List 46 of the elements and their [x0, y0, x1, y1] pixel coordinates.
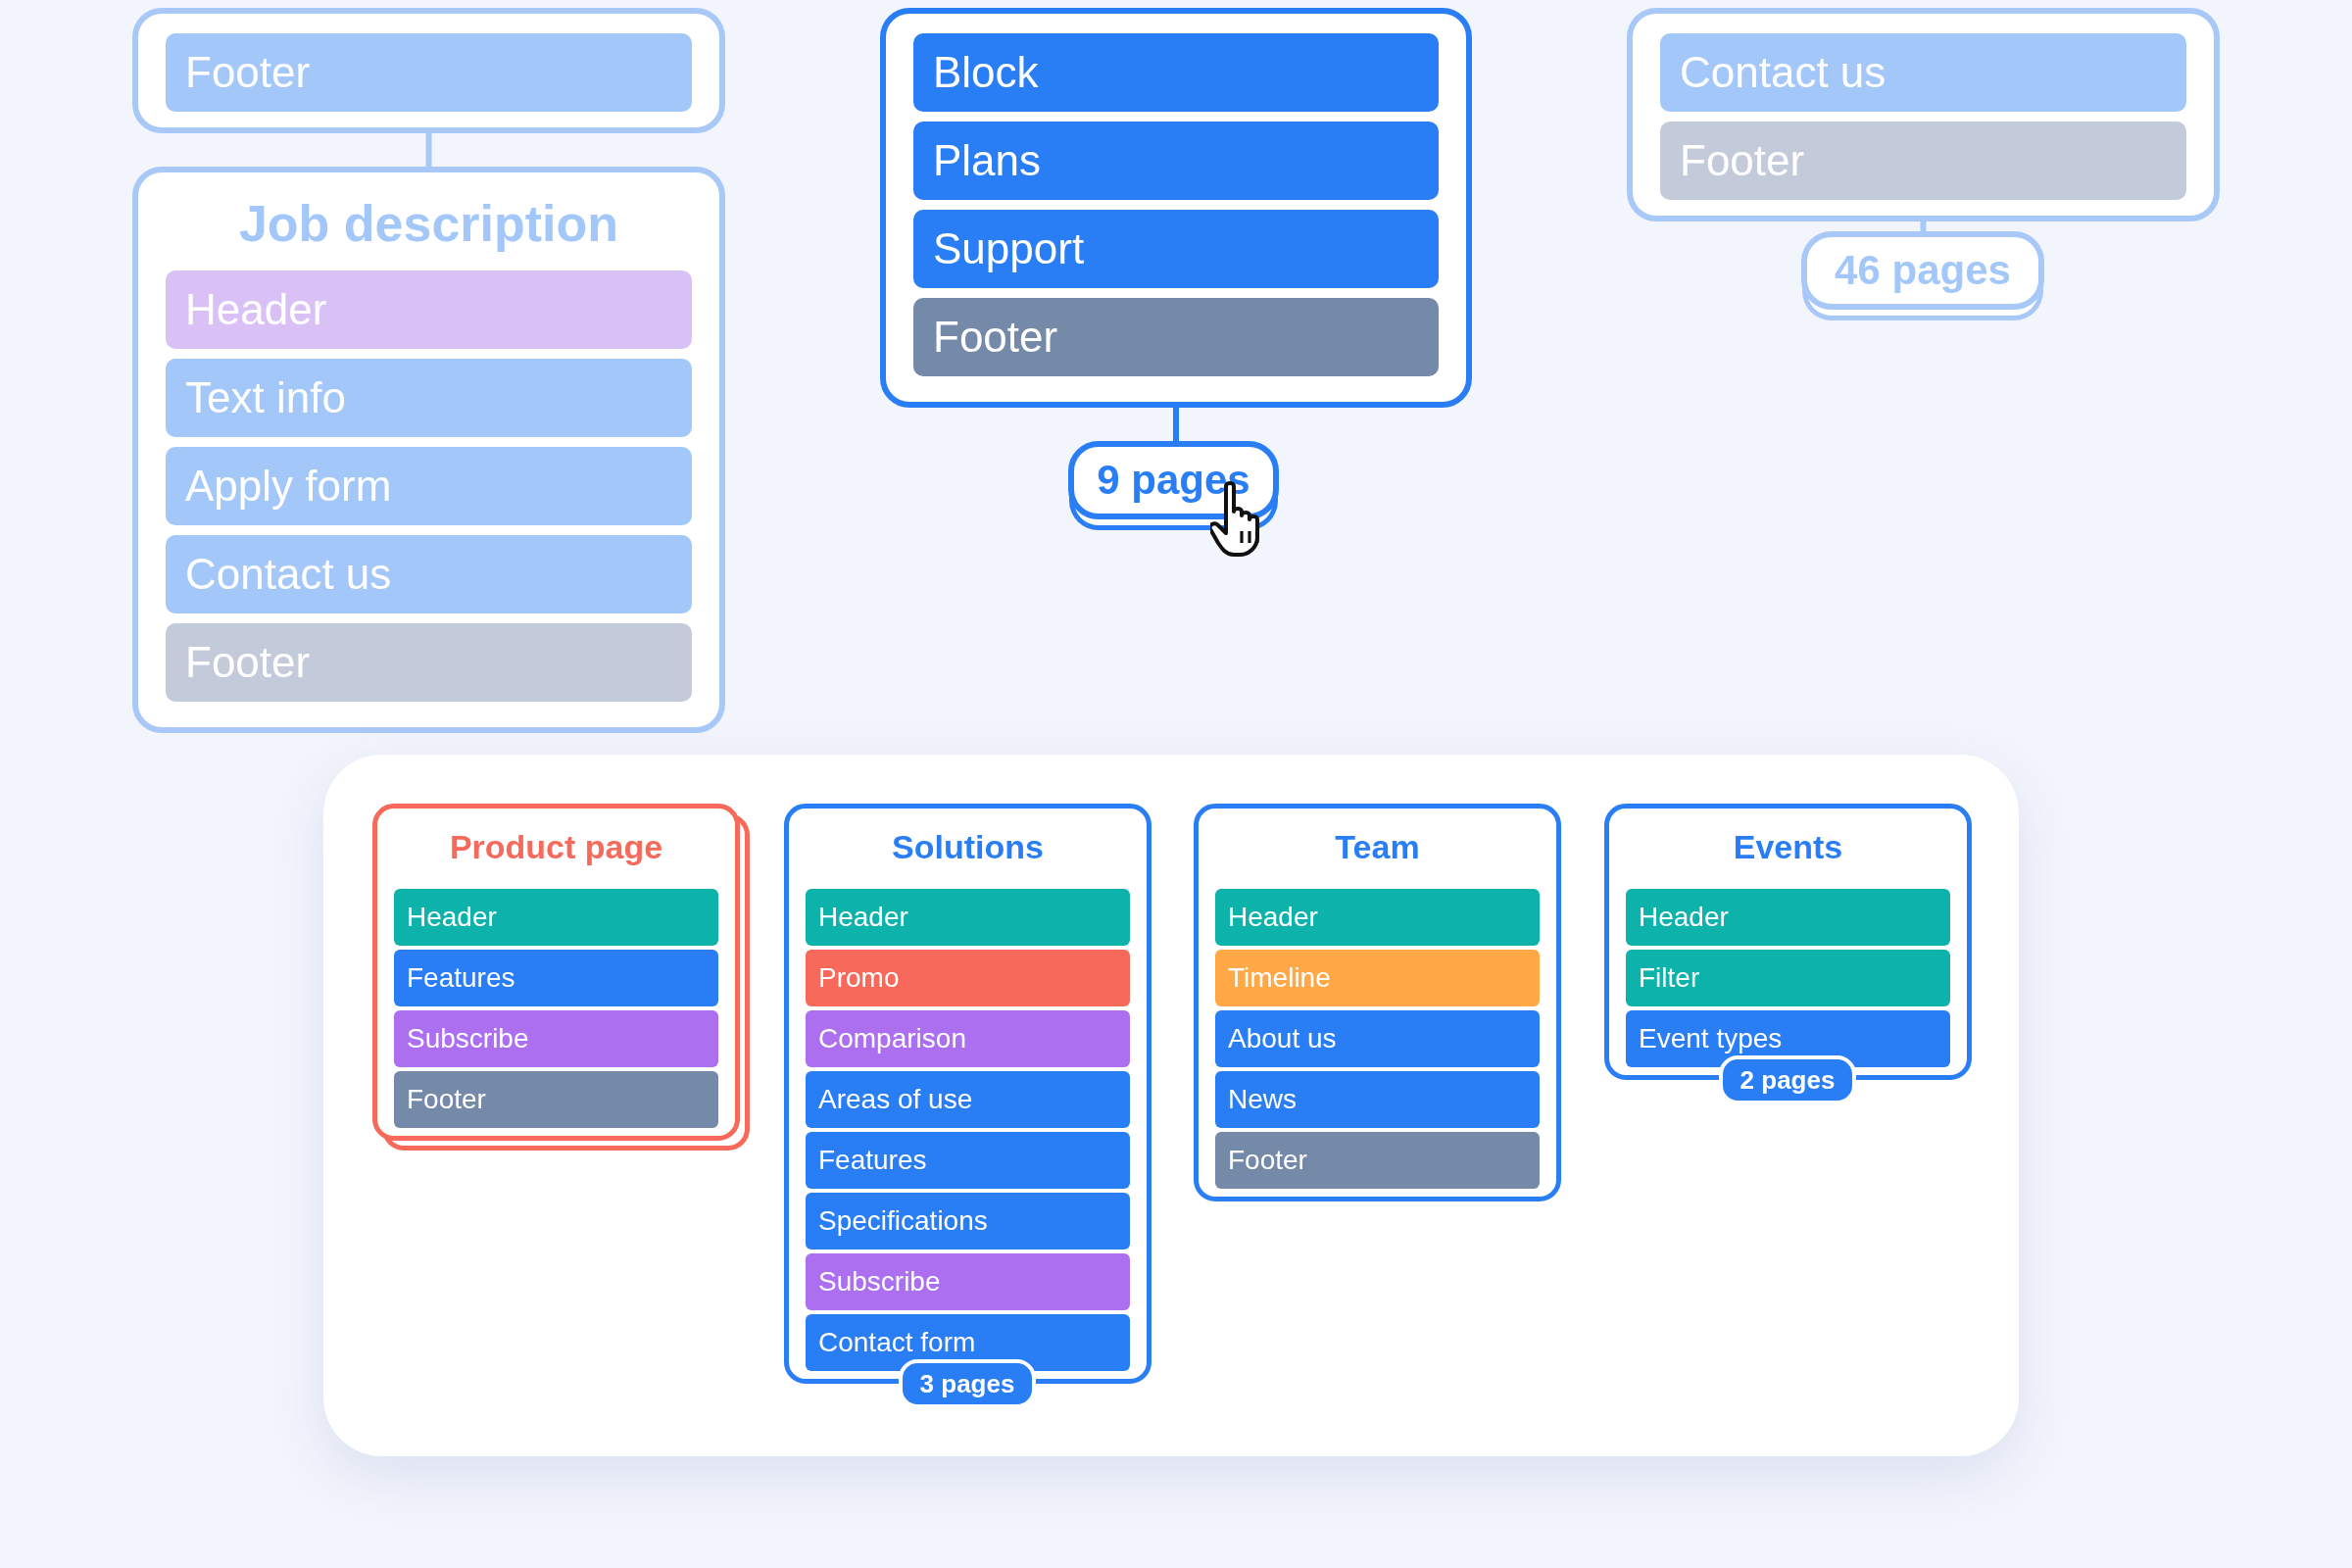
section-bar: Footer: [166, 623, 692, 702]
section-bar: Contact us: [166, 535, 692, 613]
section-bar: Header: [1626, 889, 1950, 946]
section-bar: Block: [913, 33, 1439, 112]
section-bar: Areas of use: [806, 1071, 1130, 1128]
section-bar: Timeline: [1215, 950, 1540, 1006]
section-bar: Features: [806, 1132, 1130, 1189]
section-bar: Filter: [1626, 950, 1950, 1006]
page-card: [880, 8, 1472, 408]
connector-line: [425, 133, 432, 167]
section-bar: Specifications: [806, 1193, 1130, 1250]
section-bar: Subscribe: [806, 1253, 1130, 1310]
section-bar: Support: [913, 210, 1439, 288]
page-card: [132, 8, 725, 133]
section-bar: About us: [1215, 1010, 1540, 1067]
section-bar: Footer: [1215, 1132, 1540, 1189]
section-bar: Footer: [166, 33, 692, 112]
section-bar: Event types: [1626, 1010, 1950, 1067]
section-bar: Promo: [806, 950, 1130, 1006]
card-title: Product page: [448, 828, 664, 866]
card-title: Job description: [237, 194, 620, 253]
section-bar: Apply form: [166, 447, 692, 525]
section-bar: Plans: [913, 122, 1439, 200]
section-bar: News: [1215, 1071, 1540, 1128]
page-card: [1194, 804, 1561, 1201]
section-bar: Footer: [1660, 122, 2186, 200]
section-bar: Header: [1215, 889, 1540, 946]
section-bar: Header: [806, 889, 1130, 946]
sitemap-panel: [323, 755, 2019, 1456]
card-title: Events: [1732, 828, 1844, 866]
section-bar: Footer: [913, 298, 1439, 376]
section-bar: Header: [166, 270, 692, 349]
connector-line: [1920, 221, 1927, 231]
connector-line: [1173, 408, 1179, 441]
section-bar: Contact form: [806, 1314, 1130, 1371]
section-bar: Features: [394, 950, 718, 1006]
section-bar: Footer: [394, 1071, 718, 1128]
page-card: [132, 167, 725, 733]
section-bar: Header: [394, 889, 718, 946]
card-title: Solutions: [891, 828, 1045, 866]
card-title: Team: [1334, 828, 1421, 866]
section-bar: Contact us: [1660, 33, 2186, 112]
section-bar: Comparison: [806, 1010, 1130, 1067]
section-bar: Subscribe: [394, 1010, 718, 1067]
section-bar: Text info: [166, 359, 692, 437]
page-card: [1627, 8, 2220, 221]
